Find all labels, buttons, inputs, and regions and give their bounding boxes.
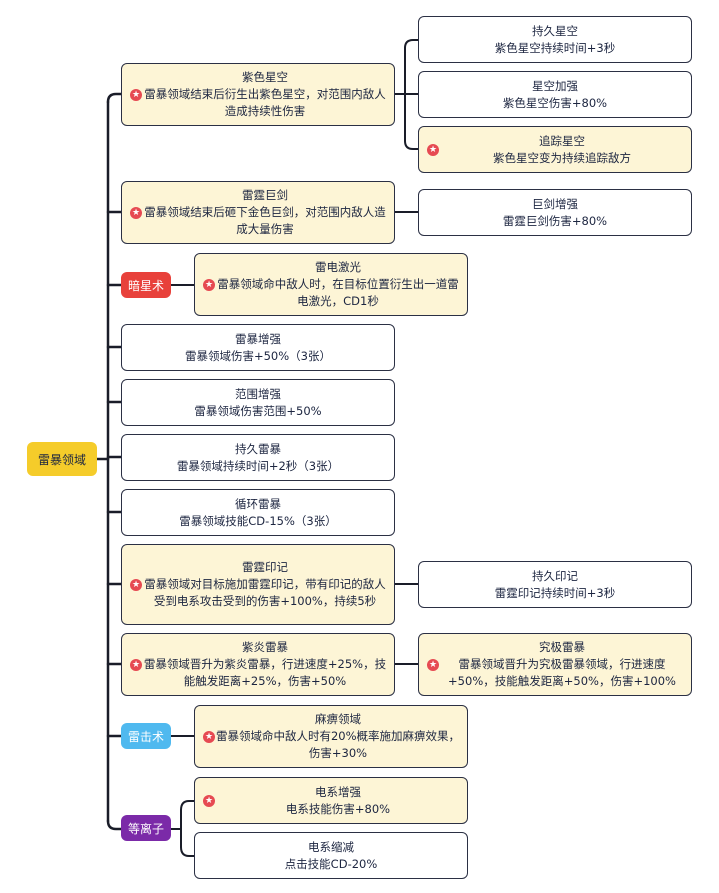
node-desc: 雷暴领域对目标施加雷霆印记，带有印记的敌人受到电系攻击受到的伤害+100%，持续… [144, 577, 386, 608]
star-icon: ★ [130, 658, 142, 671]
node-desc: 雷暴领域伤害范围+50% [194, 403, 322, 418]
node-title: 紫色星空 [242, 70, 288, 84]
node-desc: 电系技能伤害+80% [285, 801, 391, 816]
node-chijiu-leibao[interactable]: 持久雷暴 雷暴领域持续时间+2秒（3张） [121, 434, 395, 481]
dengli-top [180, 800, 195, 811]
node-title: 范围增强 [235, 386, 281, 401]
node-jiuji-leibao[interactable]: ★ 究极雷暴 雷暴领域晋升为究极雷暴领域，行进速度+50%，技能触发距离+50%… [418, 633, 692, 696]
node-leiting-yinji[interactable]: ★ 雷霆印记 雷暴领域对目标施加雷霆印记，带有印记的敌人受到电系攻击受到的伤害+… [121, 544, 395, 625]
node-jujian-zengqiang[interactable]: 巨剑增强 雷霆巨剑伤害+80% [418, 189, 692, 236]
node-title: 持久星空 [532, 23, 578, 38]
node-title: 电系增强 [315, 784, 361, 799]
node-chijiu-xingkong[interactable]: 持久星空 紫色星空持续时间+3秒 [418, 16, 692, 63]
node-fanwei-zengqiang[interactable]: 范围增强 雷暴领域伤害范围+50% [121, 379, 395, 426]
node-leibao-zengqiang[interactable]: 雷暴增强 雷暴领域伤害+50%（3张） [121, 324, 395, 371]
node-desc: 紫色星空持续时间+3秒 [494, 40, 616, 55]
star-icon: ★ [203, 278, 215, 291]
node-desc: 雷暴领域晋升为究极雷暴领域，行进速度+50%，技能触发距离+50%，伤害+100… [448, 657, 676, 688]
node-desc: 雷霆印记持续时间+3秒 [494, 585, 616, 600]
tag-anxing[interactable]: 暗星术 [121, 272, 171, 298]
node-dianxi-zengqiang[interactable]: ★ 电系增强 电系技能伤害+80% [194, 777, 468, 824]
star-icon: ★ [130, 88, 142, 101]
node-title: 持久雷暴 [235, 441, 281, 456]
node-desc: 雷暴领域伤害+50%（3张） [184, 348, 331, 363]
node-title: 电系缩减 [308, 839, 354, 854]
node-title: 究极雷暴 [539, 640, 585, 654]
node-zhuizong-xingkong[interactable]: ★ 追踪星空 紫色星空变为持续追踪敌方 [418, 126, 692, 173]
node-leidian-jiguang[interactable]: ★ 雷电激光 雷暴领域命中敌人时，在目标位置衍生出一道雷电激光，CD1秒 [194, 253, 468, 316]
root-node[interactable]: 雷暴领域 [27, 442, 97, 476]
node-desc: 紫色星空变为持续追踪敌方 [493, 150, 631, 165]
node-desc: 雷暴领域结束后砸下金色巨剑，对范围内敌人造成大量伤害 [144, 205, 386, 236]
node-title: 紫炎雷暴 [242, 640, 288, 654]
zise-top [404, 39, 419, 49]
node-zise-xingkong[interactable]: ★ 紫色星空 雷暴领域结束后衍生出紫色星空，对范围内敌人造成持续性伤害 [121, 63, 395, 126]
node-title: 雷霆巨剑 [242, 188, 288, 202]
tag-leiji[interactable]: 雷击术 [121, 723, 171, 749]
node-title: 巨剑增强 [532, 196, 578, 211]
node-desc: 雷暴领域结束后衍生出紫色星空，对范围内敌人造成持续性伤害 [144, 87, 386, 118]
dengli-bottom [180, 846, 195, 857]
node-desc: 雷暴领域晋升为紫炎雷暴，行进速度+25%，技能触发距离+25%，伤害+50% [143, 657, 387, 688]
node-desc: 雷暴领域持续时间+2秒（3张） [176, 458, 340, 473]
node-title: 循环雷暴 [235, 496, 281, 511]
node-dianxi-suojian[interactable]: 电系缩减 点击技能CD-20% [194, 832, 468, 879]
node-leiting-jujian[interactable]: ★ 雷霆巨剑 雷暴领域结束后砸下金色巨剑，对范围内敌人造成大量伤害 [121, 181, 395, 244]
node-xingkong-jiaqiang[interactable]: 星空加强 紫色星空伤害+80% [418, 71, 692, 118]
node-title: 雷霆印记 [242, 560, 288, 574]
star-icon: ★ [203, 794, 215, 807]
node-xunhuan-leibao[interactable]: 循环雷暴 雷暴领域技能CD-15%（3张） [121, 489, 395, 536]
node-desc: 点击技能CD-20% [284, 856, 378, 871]
zise-bottom [404, 140, 419, 150]
node-desc: 紫色星空伤害+80% [502, 95, 608, 110]
star-icon: ★ [203, 730, 215, 743]
node-desc: 雷霆巨剑伤害+80% [502, 213, 608, 228]
node-title: 持久印记 [532, 568, 578, 583]
trunk-top [106, 92, 123, 104]
node-title: 麻痹领域 [315, 712, 361, 726]
node-desc: 雷暴领域命中敌人时有20%概率施加麻痹效果，伤害+30% [215, 729, 461, 760]
node-title: 雷暴增强 [235, 331, 281, 346]
node-title: 星空加强 [532, 78, 578, 93]
star-icon: ★ [130, 206, 142, 219]
node-mabi-lingyu[interactable]: ★ 麻痹领域 雷暴领域命中敌人时有20%概率施加麻痹效果，伤害+30% [194, 705, 468, 768]
star-icon: ★ [427, 658, 439, 671]
node-desc: 雷暴领域技能CD-15%（3张） [179, 513, 337, 528]
node-title: 雷电激光 [315, 260, 361, 274]
trunk-bottom [106, 819, 123, 831]
node-chijiu-yinji[interactable]: 持久印记 雷霆印记持续时间+3秒 [418, 561, 692, 608]
node-desc: 雷暴领域命中敌人时，在目标位置衍生出一道雷电激光，CD1秒 [217, 277, 459, 308]
node-ziyan-leibao[interactable]: ★ 紫炎雷暴 雷暴领域晋升为紫炎雷暴，行进速度+25%，技能触发距离+25%，伤… [121, 633, 395, 696]
node-title: 追踪星空 [539, 133, 585, 148]
star-icon: ★ [427, 143, 439, 156]
tag-dengli[interactable]: 等离子 [121, 815, 171, 841]
star-icon: ★ [130, 578, 142, 591]
